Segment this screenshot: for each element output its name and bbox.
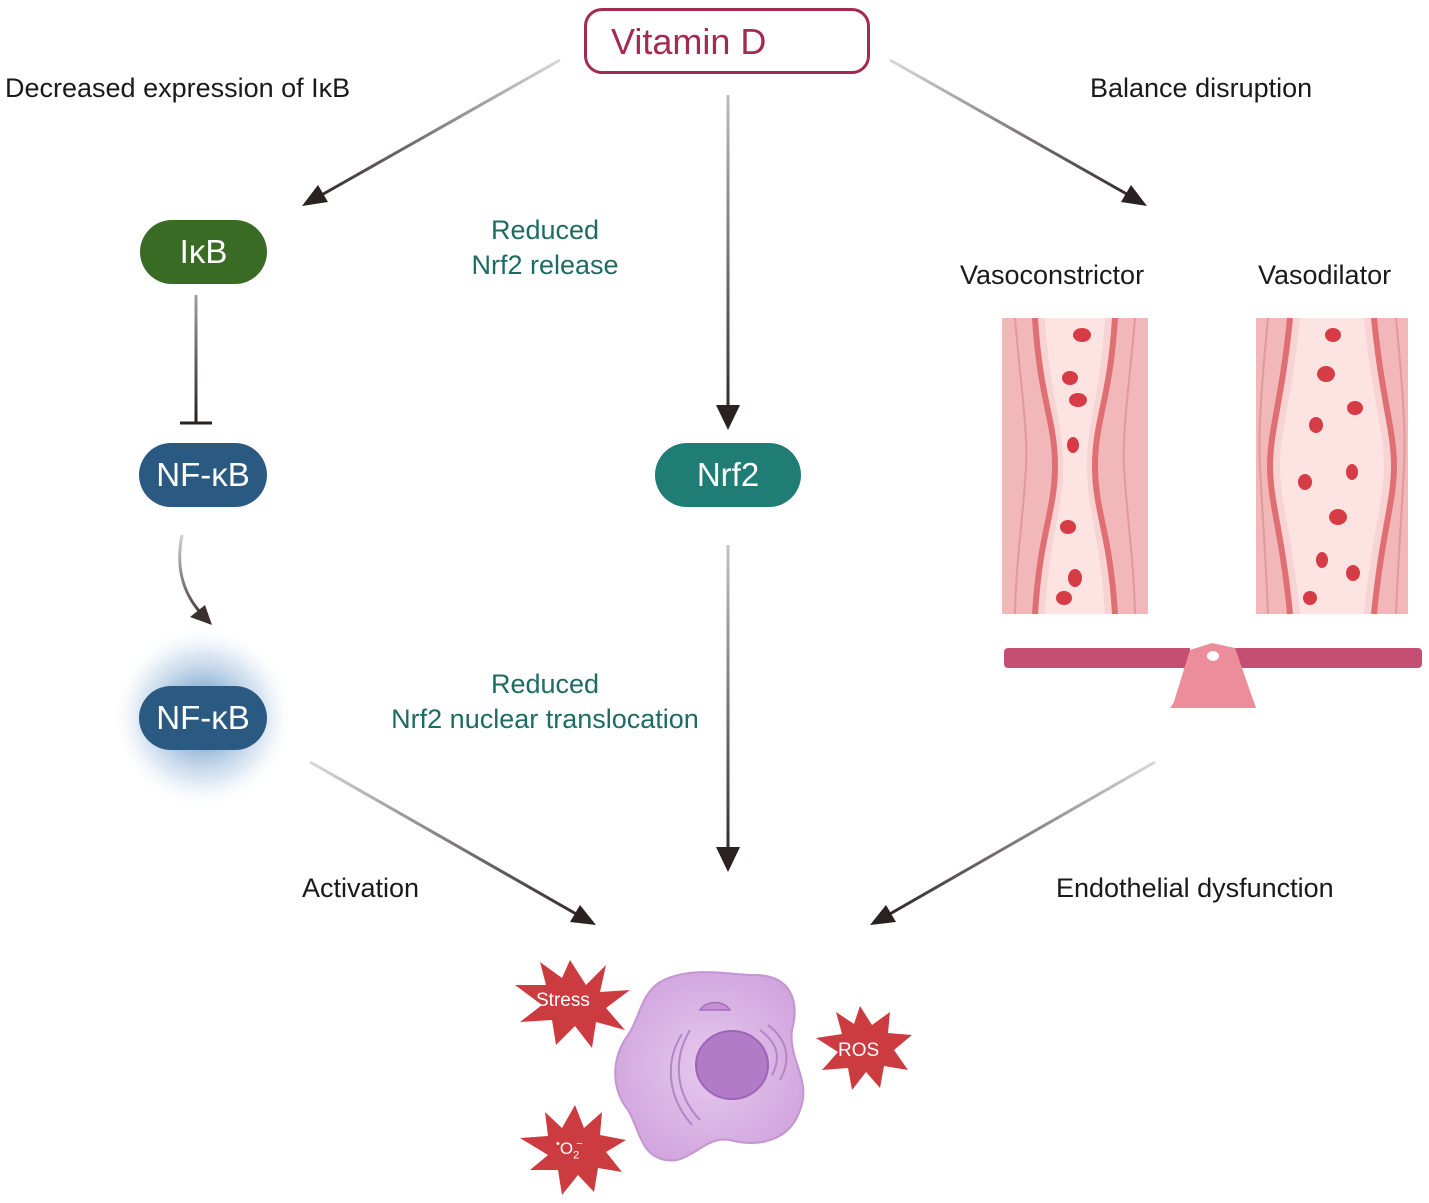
cell-illustration xyxy=(614,971,805,1162)
stress-label: Stress xyxy=(536,990,590,1011)
vasoconstrictor-label: Vasoconstrictor xyxy=(960,260,1145,290)
balance-scale-icon xyxy=(1004,642,1422,708)
superoxide-burst-icon xyxy=(520,1105,626,1195)
inhibition-ikb-to-nfkb xyxy=(180,295,212,425)
right-pathway-heading: Balance disruption xyxy=(1090,73,1313,103)
note1-line2: Nrf2 release xyxy=(471,250,619,280)
vitamin-d-label: Vitamin D xyxy=(611,21,767,62)
note2-line1: Reduced xyxy=(490,669,600,699)
stress-burst-icon xyxy=(515,960,630,1048)
reduced-nrf2-release-note: Reduced Nrf2 release xyxy=(420,213,670,283)
endothelial-dysfunction-label: Endothelial dysfunction xyxy=(1056,873,1334,903)
superoxide-label: •O2− xyxy=(556,1138,583,1162)
arrow-nrf2-to-cell xyxy=(716,545,740,872)
superoxide-symbol: O2 xyxy=(559,1138,580,1162)
ros-label: ROS xyxy=(838,1040,880,1061)
vasoconstrictor-vessel-illustration xyxy=(1002,317,1148,615)
vasodilator-label: Vasodilator xyxy=(1258,260,1392,290)
nfkb-node: NF-κB xyxy=(139,443,267,507)
activation-curve-arrow xyxy=(178,534,212,625)
arrow-to-ikb xyxy=(302,58,561,206)
ros-burst-icon xyxy=(816,1006,912,1090)
vasodilator-vessel-illustration xyxy=(1256,317,1408,615)
note2-line2: Nrf2 nuclear translocation xyxy=(391,704,699,734)
activation-label: Activation xyxy=(302,873,420,903)
left-pathway-heading: Decreased expression of IκB xyxy=(5,73,351,103)
nfkb-activated-node: NF-κB xyxy=(139,686,267,750)
arrow-activation-to-cell xyxy=(309,760,596,925)
note1-line1: Reduced xyxy=(490,215,600,245)
nrf2-node: Nrf2 xyxy=(655,443,801,507)
arrow-to-vascular-balance xyxy=(889,58,1147,206)
ikb-node: IκB xyxy=(140,220,267,284)
arrow-to-nrf2 xyxy=(716,95,740,430)
vitamin-d-box: Vitamin D xyxy=(584,8,870,74)
reduced-nrf2-translocation-note: Reduced Nrf2 nuclear translocation xyxy=(360,667,730,737)
arrow-endothelial-to-cell xyxy=(870,760,1156,925)
